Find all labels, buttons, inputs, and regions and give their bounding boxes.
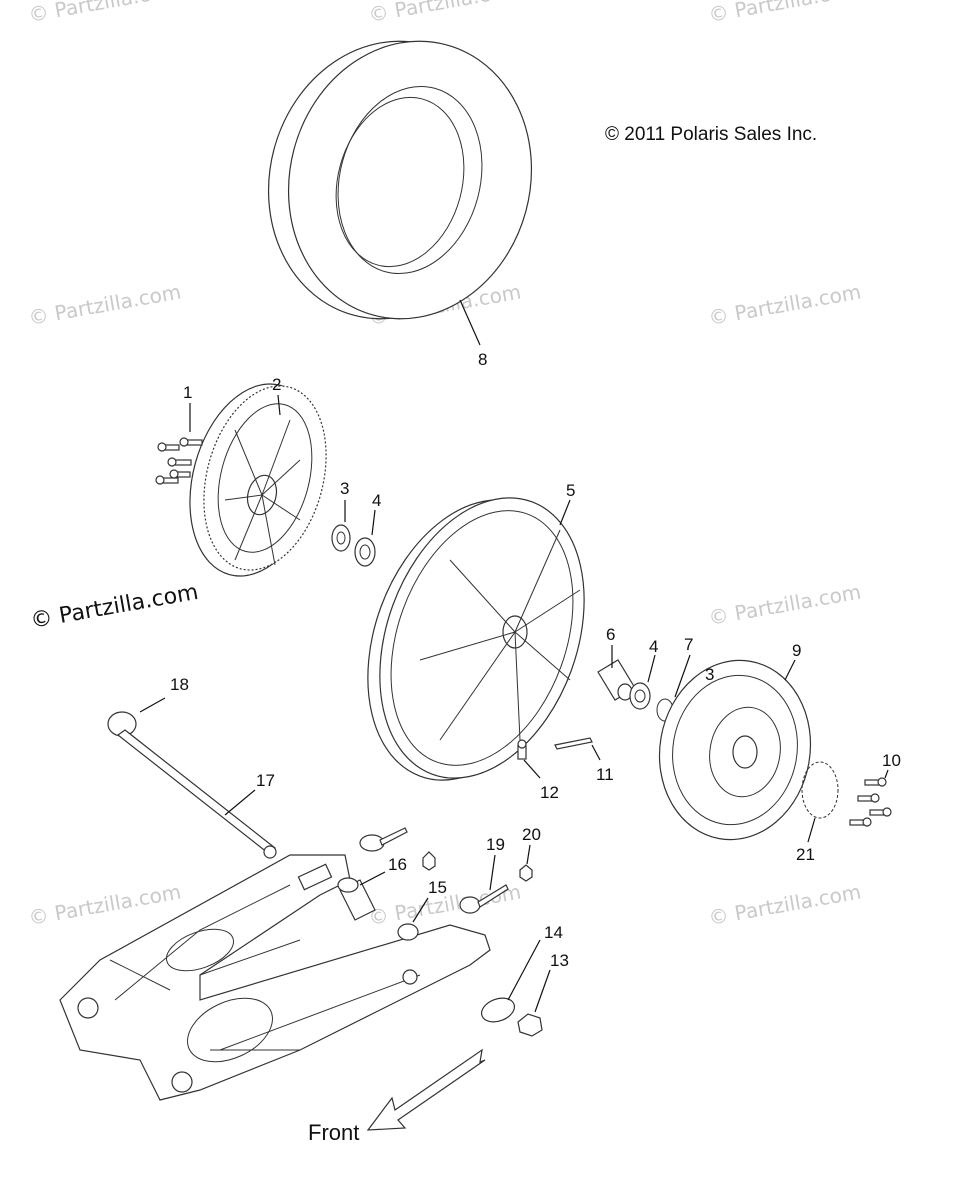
callout-4: 4	[372, 491, 381, 510]
spacer-tube	[597, 645, 636, 701]
callout-1: 1	[183, 383, 192, 402]
watermark: © Partzilla.com	[707, 279, 863, 329]
seal-left	[331, 500, 351, 552]
nut	[519, 844, 533, 882]
callout-15: 15	[428, 878, 447, 897]
bearing-right	[629, 654, 656, 710]
tire	[267, 40, 533, 346]
clip	[554, 737, 601, 761]
bushing-lower	[337, 871, 386, 921]
callout-19: 19	[486, 835, 505, 854]
adjuster-plate	[480, 939, 541, 1023]
rear-axle	[117, 729, 277, 859]
watermark: © Partzilla.com	[707, 0, 863, 27]
front-label: Front	[308, 1120, 359, 1145]
watermark: © Partzilla.com	[707, 879, 863, 929]
callout-6: 6	[606, 625, 615, 644]
abs-tone-ring	[801, 761, 839, 843]
watermark: © Partzilla.com	[27, 279, 183, 329]
callout-12: 12	[540, 783, 559, 802]
valve-stem	[517, 739, 541, 779]
brake-rotor	[658, 659, 812, 841]
callout-3b: 3	[705, 665, 714, 684]
rotor-bolts	[849, 769, 892, 827]
callout-13: 13	[550, 951, 569, 970]
watermark: © Partzilla.com	[367, 0, 523, 27]
bushing-upper	[359, 827, 408, 852]
callout-21: 21	[796, 845, 815, 864]
axle-cap	[107, 697, 166, 737]
watermark: © Partzilla.com	[707, 579, 863, 629]
callout-labels: 1 2 3 4 5 6 4 7 3 8 9 10 11 12 13 14 15 …	[170, 350, 901, 970]
callout-17: 17	[256, 771, 275, 790]
callout-11: 11	[596, 765, 614, 784]
callout-3: 3	[340, 479, 349, 498]
adjuster-bolt	[459, 854, 509, 914]
front-arrow: Front	[308, 1048, 486, 1145]
callout-7: 7	[684, 635, 693, 654]
callout-4b: 4	[649, 637, 658, 656]
callout-18: 18	[170, 675, 189, 694]
watermark-prominent: © Partzilla.com	[29, 580, 201, 634]
callout-14: 14	[544, 923, 563, 942]
callout-5: 5	[566, 481, 575, 500]
callout-8: 8	[478, 350, 487, 369]
wheel	[367, 497, 585, 781]
callout-2: 2	[272, 375, 281, 394]
watermark: © Partzilla.com	[27, 879, 183, 929]
callout-16: 16	[388, 855, 407, 874]
swingarm	[59, 854, 491, 1101]
adjuster-nut	[517, 969, 551, 1037]
callout-20: 20	[522, 825, 541, 844]
copyright-text: © 2011 Polaris Sales Inc.	[605, 124, 817, 145]
drive-sprocket	[189, 383, 327, 577]
spacer-small	[397, 897, 429, 941]
bearing-left	[354, 509, 376, 567]
watermark: © Partzilla.com	[27, 0, 183, 27]
callout-9: 9	[792, 641, 801, 660]
callout-10: 10	[882, 751, 901, 770]
sprocket-bolts	[155, 403, 203, 485]
nut-top	[422, 851, 436, 871]
